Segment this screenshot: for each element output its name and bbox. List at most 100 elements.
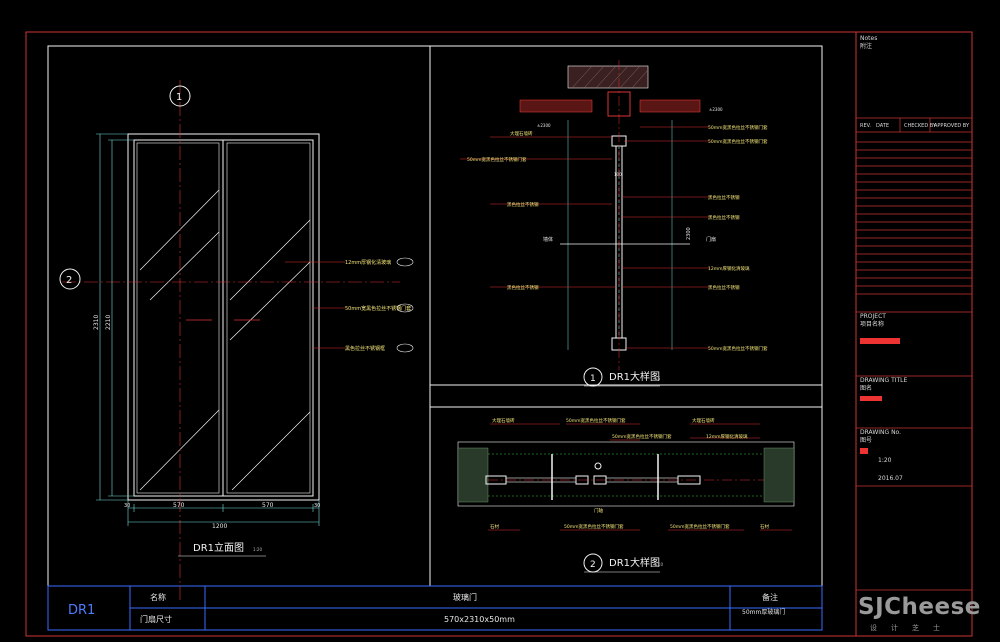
svg-text:12mm厚钢化清玻璃: 12mm厚钢化清玻璃 <box>708 265 750 272</box>
bottom-table-text: DR1 名称 玻璃门 门扇尺寸 570x2310x50mm 备注 50mm厚玻璃… <box>68 592 785 624</box>
svg-text:黑色拉丝不锈钢: 黑色拉丝不锈钢 <box>708 214 740 221</box>
svg-text:黑色拉丝不锈钢: 黑色拉丝不锈钢 <box>708 284 740 291</box>
section2-scale: 1:10 <box>654 562 663 567</box>
glass-hatch <box>139 189 311 491</box>
section2-title: DR1大样图 <box>609 556 660 569</box>
door-code: DR1 <box>68 603 95 618</box>
ceiling-left <box>519 99 593 113</box>
name-label: 名称 <box>150 592 166 602</box>
door-elevation: 1 2 2310 2210 570 570 30 30 1200 12mm厚钢化… <box>59 80 414 600</box>
name-value: 玻璃门 <box>453 592 477 602</box>
date-value: 2016.07 <box>878 475 903 482</box>
tag-glass <box>396 257 414 267</box>
tag-fixed <box>396 343 414 353</box>
dim-overall-width: 1200 <box>212 523 227 530</box>
svg-text:黑色拉丝不锈钢: 黑色拉丝不锈钢 <box>507 201 539 208</box>
tag-frame <box>396 303 414 313</box>
checked-label: CHECKED BY <box>904 123 937 129</box>
grid-marker-1-label: 1 <box>176 92 182 103</box>
svg-text:50mm宽黑色拉丝不锈钢门套: 50mm宽黑色拉丝不锈钢门套 <box>708 124 768 131</box>
project-cn-label: 项目名称 <box>860 320 884 328</box>
approved-label: APPROVED BY <box>934 123 970 129</box>
dim-inner-height: 2210 <box>105 315 112 330</box>
notes-label: Notes <box>860 35 877 42</box>
grid-marker-2 <box>59 268 81 290</box>
title-red-text <box>860 396 882 401</box>
dim-section-gap: 100 <box>614 172 622 177</box>
drawing-title-cn-label: 图名 <box>860 384 872 392</box>
level-left: ±2300 <box>537 123 551 128</box>
svg-text:50mm宽黑色拉丝不锈钢门套: 50mm宽黑色拉丝不锈钢门套 <box>564 523 624 530</box>
svg-text:50mm宽黑色拉丝不锈钢门套: 50mm宽黑色拉丝不锈钢门套 <box>612 433 672 440</box>
section1-leaders <box>460 126 710 349</box>
svg-text:50mm宽黑色拉丝不锈钢门套: 50mm宽黑色拉丝不锈钢门套 <box>708 345 768 352</box>
svg-text:石材: 石材 <box>490 523 499 530</box>
svg-text:50mm宽黑色拉丝不锈钢门套: 50mm宽黑色拉丝不锈钢门套 <box>708 138 768 145</box>
bottom-table-lines <box>47 585 823 631</box>
right-stile <box>677 475 701 485</box>
svg-text:50mm宽黑色拉丝不锈钢门套: 50mm宽黑色拉丝不锈钢门套 <box>670 523 730 530</box>
svg-text:黑色拉丝不锈钢: 黑色拉丝不锈钢 <box>507 284 539 291</box>
pivot-symbol <box>594 462 602 470</box>
watermark-subtitle: 设计芝士 <box>870 624 954 632</box>
drawing-title-label: DRAWING TITLE <box>860 377 908 384</box>
project-red-text <box>860 338 900 344</box>
wall-right-hatch <box>763 447 795 503</box>
svg-text:石材: 石材 <box>760 523 769 530</box>
svg-text:12mm厚钢化清玻璃: 12mm厚钢化清玻璃 <box>706 433 748 440</box>
svg-text:50mm宽黑色拉丝不锈钢门套: 50mm宽黑色拉丝不锈钢门套 <box>467 156 527 163</box>
svg-text:大理石墙砖: 大理石墙砖 <box>492 417 515 424</box>
size-value: 570x2310x50mm <box>444 615 515 624</box>
section1-num: 1 <box>590 374 596 384</box>
ceiling-right <box>639 99 701 113</box>
dim-panel-left: 570 <box>173 502 185 509</box>
title-block-rows <box>856 117 972 591</box>
label-fixed: 黑色拉丝不锈钢框 <box>345 345 385 352</box>
section2-num: 2 <box>590 560 596 570</box>
label-glass: 12mm厚钢化清玻璃 <box>345 259 391 266</box>
date-label: DATE <box>876 123 889 129</box>
section1-labels: 50mm宽黑色拉丝不锈钢门套 50mm宽黑色拉丝不锈钢门套 大理石墙砖 50mm… <box>467 124 768 352</box>
watermark: SJCheese <box>858 594 981 620</box>
scale-value: 1:20 <box>878 457 892 464</box>
elevation-leaders <box>285 261 345 349</box>
ceiling-hatch <box>567 65 649 89</box>
section-vertical: 2300 100 ±2300 ±2300 墙体 门扇 50mm宽黑色拉丝不锈钢门… <box>460 60 768 387</box>
number-red-text <box>860 448 868 454</box>
notes-cn-label: 附注 <box>860 42 872 50</box>
project-label: PROJECT <box>860 313 886 320</box>
dim-edge-left: 30 <box>124 503 130 509</box>
section2-leaders <box>488 423 792 531</box>
section1-scale: 1:5 <box>654 376 661 381</box>
dim-panel-right: 570 <box>262 502 274 509</box>
drawing-no-cn-label: 图号 <box>860 437 872 444</box>
material-value: 50mm厚玻璃门 <box>742 608 785 616</box>
svg-text:门轴: 门轴 <box>594 507 603 514</box>
size-label: 门扇尺寸 <box>140 614 172 624</box>
material-label: 备注 <box>762 592 778 602</box>
dim-edge-right: 30 <box>314 503 320 509</box>
svg-text:大理石墙砖: 大理石墙砖 <box>692 417 715 424</box>
outer-red-frame <box>25 31 973 637</box>
dim-overall-height: 2310 <box>93 315 100 330</box>
title-block-text: Notes 附注 REV. DATE CHECKED BY APPROVED B… <box>860 35 970 482</box>
svg-text:黑色拉丝不锈钢: 黑色拉丝不锈钢 <box>708 194 740 201</box>
dim-section-height: 2300 <box>686 227 692 240</box>
drawing-no-label: DRAWING No. <box>860 429 901 436</box>
label-door: 门扇 <box>706 236 716 243</box>
elevation-scale: 1:20 <box>253 547 262 552</box>
grid-marker-2-label: 2 <box>66 275 72 286</box>
section1-title: DR1大样图 <box>609 370 660 383</box>
label-frame: 50mm宽黑色拉丝不锈钢门套 <box>345 305 411 312</box>
dim-lines-left <box>96 133 320 526</box>
section2-labels: 大理石墙砖 50mm宽黑色拉丝不锈钢门套 50mm宽黑色拉丝不锈钢门套 大理石墙… <box>490 417 769 530</box>
label-wall: 墙体 <box>543 236 553 243</box>
grid-marker-1 <box>169 85 191 107</box>
svg-text:大理石墙砖: 大理石墙砖 <box>510 130 533 137</box>
svg-text:50mm宽黑色拉丝不锈钢门套: 50mm宽黑色拉丝不锈钢门套 <box>566 417 626 424</box>
level-right: ±2300 <box>709 107 723 112</box>
section-plan: 大理石墙砖 50mm宽黑色拉丝不锈钢门套 50mm宽黑色拉丝不锈钢门套 大理石墙… <box>457 417 795 573</box>
rev-label: REV. <box>860 123 871 129</box>
